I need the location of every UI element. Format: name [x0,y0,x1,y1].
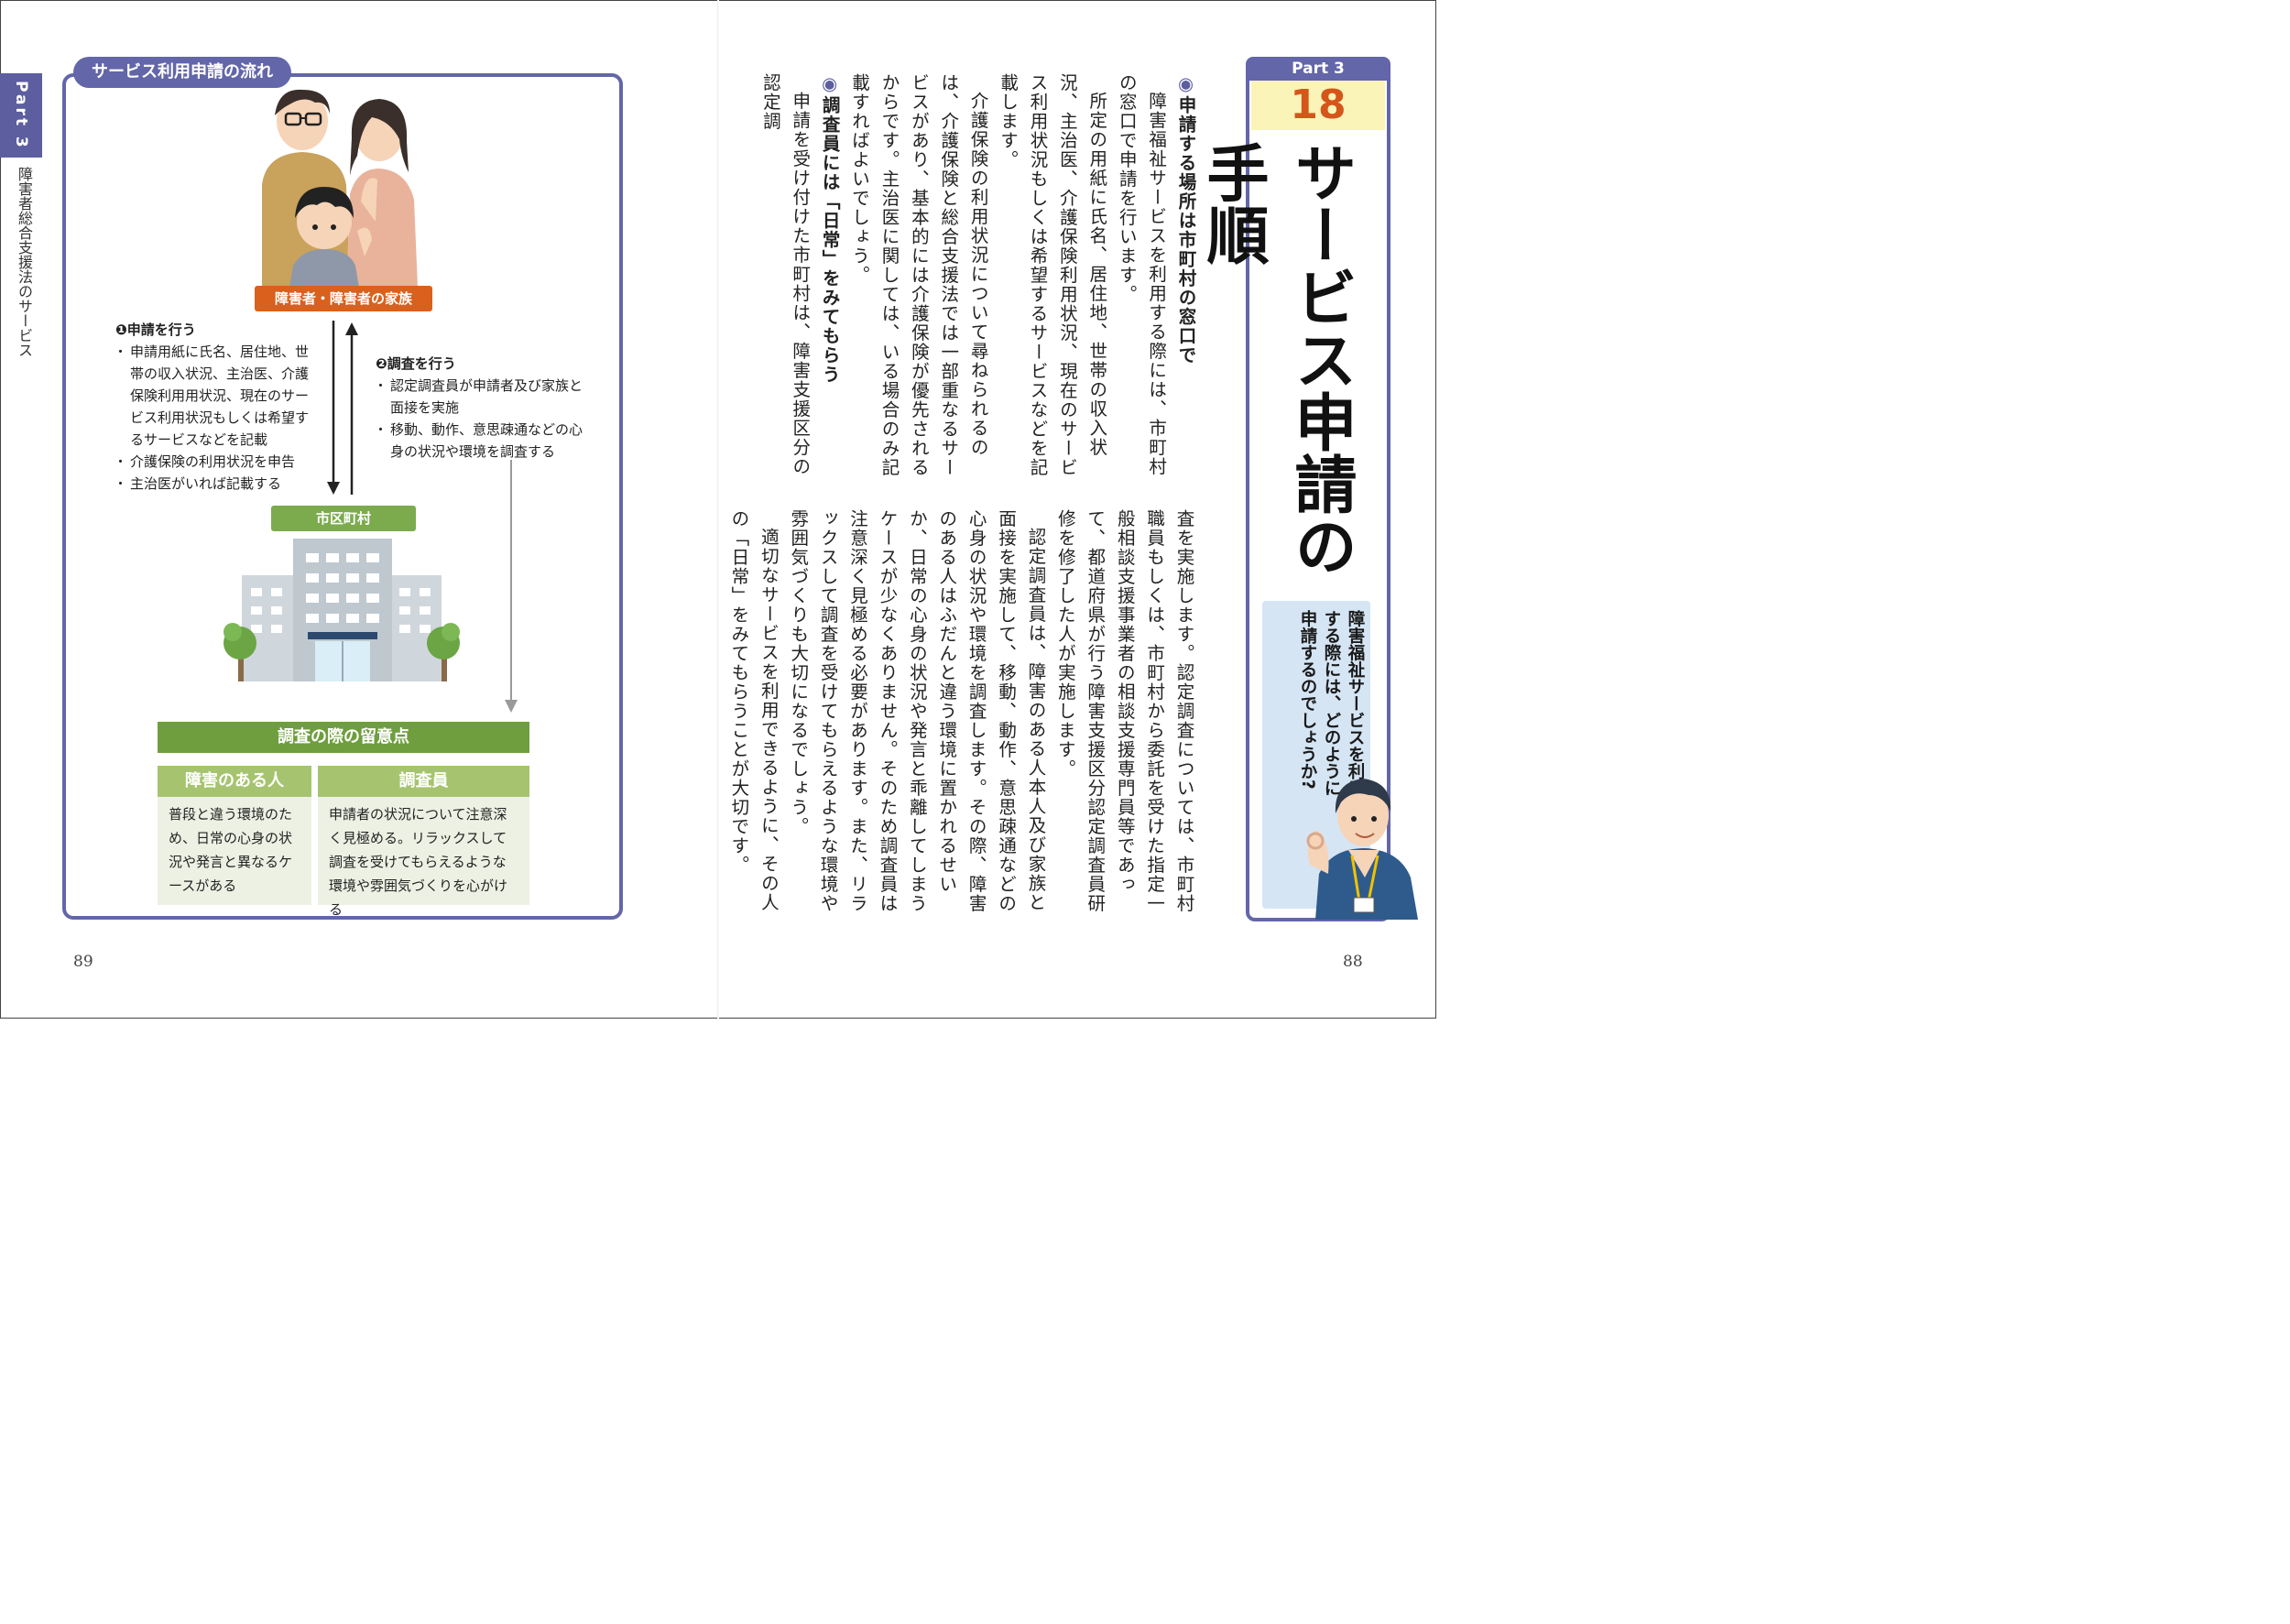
page-number-right: 88 [1343,953,1363,971]
section1-paragraph: 障害福祉サービスを利用する際には、市町村の窓口で申請を行います。 [1116,73,1167,476]
section2-paragraph: 認定調査員は、障害のある人本人及び家族と面接を実施して、移動、動作、意思疎通など… [787,509,1046,913]
page-gutter [717,0,719,1019]
flow-panel-title: サービス利用申請の流れ [73,57,291,88]
section2-heading: ◉調査員には「日常」をみてもらう [819,73,841,385]
body-column-bottom: 査を実施します。認定調査については、市町村職員もしくは、市町村から委託を受けた指… [728,509,1198,931]
step-apply-bullet: 主治医がいれば記載する [114,473,317,495]
city-label: 市区町村 [271,506,416,531]
flow-panel [62,73,623,920]
staff-man-illustration-icon [1306,779,1418,920]
step-survey-bullet: 認定調査員が申請者及び家族と面接を実施 [374,375,584,419]
section1-paragraph: 所定の用紙に氏名、居住地、世帯の収入状況、主治医、介護保険利用状況、現在のサービ… [997,73,1107,477]
section1-heading: ◉申請する場所は市町村の窓口で [1175,73,1196,365]
notes-column-surveyor: 調査員 申請者の状況について注意深く見極める。リラックスして調査を受けてもらえる… [318,766,529,918]
application-flow-arrows [327,321,358,495]
section2-paragraph: 査を実施します。認定調査については、市町村職員もしくは、市町村から委託を受けた指… [1054,509,1194,913]
step-apply-bullet: 申請用紙に氏名、居住地、世帯の収入状況、主治医、介護保険利用用状況、現在のサービ… [114,341,317,451]
part-side-tab: Part 3 [0,73,42,158]
notes-column-surveyor-heading: 調査員 [318,766,529,797]
section-marker-icon: ◉ [819,73,841,96]
chapter-question: 障害福祉サービスを利用する際には、どのように申請するのでしょうか? [1298,610,1365,797]
step-survey-bullet: 移動、動作、意思疎通などの心身の状況や環境を調査する [374,419,584,463]
body-column-top: ◉申請する場所は市町村の窓口で 障害福祉サービスを利用する際には、市町村の窓口で… [759,73,1200,495]
section2-paragraph: 適切なサービスを利用できるように、その人の「日常」をみてもらうことが大切です。 [727,509,780,912]
step-survey-heading: ❷調査を行う [376,355,456,372]
chapter-number: 18 [1251,81,1385,130]
notes-column-person-heading: 障害のある人 [158,766,311,797]
family-illustration-icon [262,89,418,288]
section-marker-icon: ◉ [1175,73,1196,96]
section2-paragraph: 申請を受け付けた市町村は、障害支援区分の認定調 [759,73,811,476]
notes-title: 調査の際の留意点 [158,722,529,753]
step-survey: ❷調査を行う 認定調査員が申請者及び家族と面接を実施 移動、動作、意思疎通などの… [374,353,584,463]
page-number-left: 89 [73,953,93,971]
part-side-caption: 障害者総合支援法のサービス [16,167,33,357]
notes-column-person: 障害のある人 普段と違う環境のため、日常の心身の状況や発言と異なるケースがある [158,766,311,905]
step-apply-heading: ❶申請を行う [115,322,196,338]
notes-column-surveyor-body: 申請者の状況について注意深く見極める。リラックスして調査を受けてもらえるような環… [329,806,508,918]
family-label: 障害者・障害者の家族 [255,286,432,311]
notes-flow-arrow [505,460,518,713]
step-apply-bullet: 介護保険の利用状況を申告 [114,451,317,473]
section1-paragraph: 介護保険の利用状況について尋ねられるのは、介護保険と総合支援法では一部重なるサー… [848,73,989,477]
chapter-title: サービス申請の手順 [1195,141,1356,577]
notes-column-person-body: 普段と違う環境のため、日常の心身の状況や発言と異なるケースがある [169,806,293,894]
chapter-part-label: Part 3 [1246,57,1390,81]
step-apply: ❶申請を行う 申請用紙に氏名、居住地、世帯の収入状況、主治医、介護保険利用用状況… [114,319,317,495]
city-hall-building-icon [224,539,460,681]
